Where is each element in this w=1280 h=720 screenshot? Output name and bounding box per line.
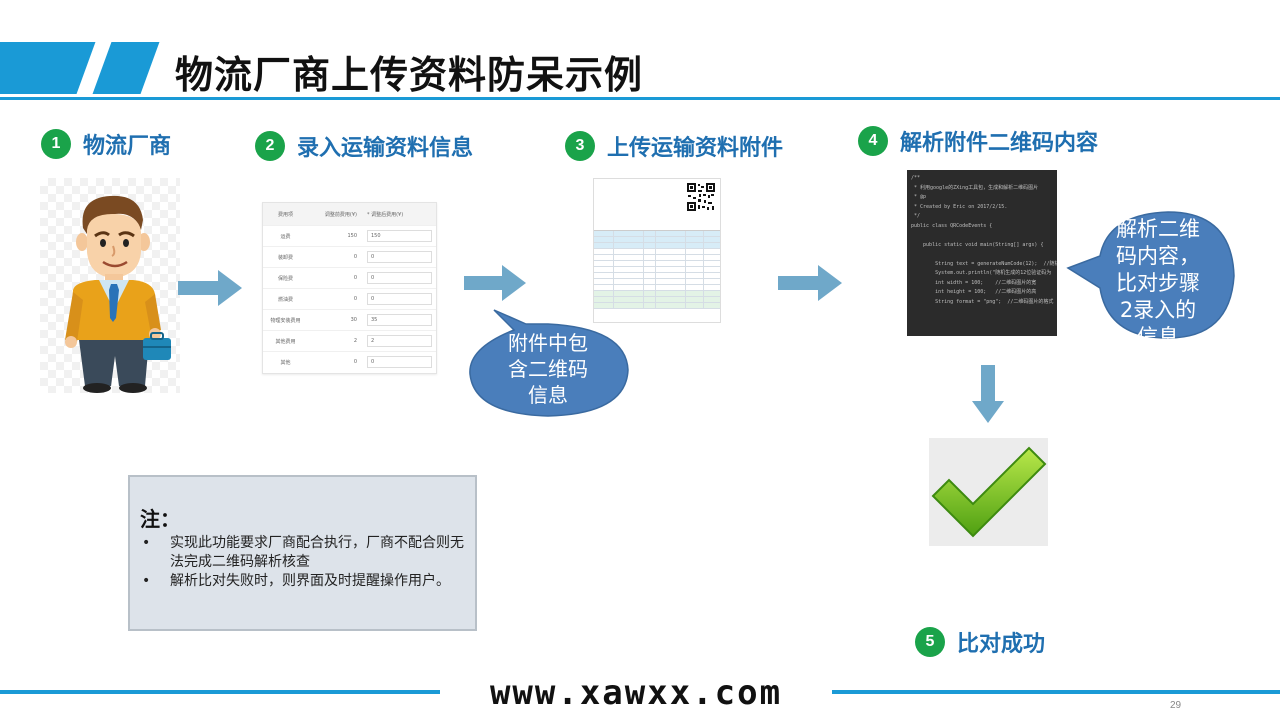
footer-line-right bbox=[832, 690, 1280, 694]
right-arrow-icon bbox=[778, 265, 842, 301]
qr-parse-code-thumbnail: /** * 利用google的ZXing工具包，生成和解析二维码图片 * @p … bbox=[907, 170, 1057, 336]
step-4-label: 解析附件二维码内容 bbox=[900, 131, 1099, 156]
speech-bubble-shape bbox=[1066, 211, 1235, 339]
slide-title: 物流厂商上传资料防呆示例 bbox=[175, 53, 644, 97]
note-item: •解析比对失败时，则界面及时提醒操作用户。 bbox=[142, 573, 450, 589]
callout-parse-compare: 解析二维 码内容， 比对步骤 2录入的 信息 bbox=[1064, 206, 1236, 340]
green-checkmark-icon bbox=[931, 446, 1047, 538]
note-list: •实现此功能要求厂商配合执行，厂商不配合则无法完成二维码解析核查 •解析比对失败… bbox=[140, 534, 475, 591]
footer-line-left bbox=[0, 690, 440, 694]
callout-parse-line-2: 码内容， bbox=[1116, 244, 1200, 268]
step-5-number: 5 bbox=[915, 627, 945, 657]
qr-code-icon bbox=[686, 182, 716, 212]
success-image bbox=[929, 438, 1048, 546]
note-item-text: 实现此功能要求厂商配合执行，厂商不配合则无法完成二维码解析核查 bbox=[170, 535, 464, 570]
callout-parse-line-5: 信息 bbox=[1137, 325, 1179, 340]
attachment-table bbox=[594, 231, 720, 309]
businessman-with-briefcase-icon bbox=[65, 195, 171, 393]
note-box: 注： •实现此功能要求厂商配合执行，厂商不配合则无法完成二维码解析核查 •解析比… bbox=[128, 475, 477, 631]
step-2-heading: 2 录入运输资料信息 bbox=[255, 130, 473, 162]
step-3-heading: 3 上传运输资料附件 bbox=[565, 130, 783, 162]
speech-bubble-shape bbox=[469, 309, 629, 417]
step-5-heading: 5 比对成功 bbox=[915, 626, 1045, 658]
note-item-text: 解析比对失败时，则界面及时提醒操作用户。 bbox=[170, 573, 450, 589]
callout-parse-line-4: 2录入的 bbox=[1119, 298, 1197, 322]
callout-qr-line-2: 含二维码 bbox=[508, 357, 588, 381]
note-title: 注： bbox=[140, 507, 180, 531]
header-stripe-2 bbox=[92, 42, 160, 94]
right-arrow-icon bbox=[464, 265, 526, 301]
step-2-number: 2 bbox=[255, 131, 285, 161]
callout-qr-in-attachment: 附件中包 含二维码 信息 bbox=[464, 308, 632, 418]
step-5-label: 比对成功 bbox=[957, 632, 1046, 657]
callout-parse-line-3: 比对步骤 bbox=[1116, 271, 1200, 295]
step-4-number: 4 bbox=[858, 126, 888, 156]
page-number: 29 bbox=[1170, 700, 1182, 711]
callout-qr-line-1: 附件中包 bbox=[508, 331, 588, 355]
header-stripe-1 bbox=[0, 42, 96, 94]
step-1-label: 物流厂商 bbox=[83, 134, 172, 159]
step-4-heading: 4 解析附件二维码内容 bbox=[858, 125, 1098, 157]
step-3-number: 3 bbox=[565, 131, 595, 161]
step-1-number: 1 bbox=[41, 129, 71, 159]
step-1-heading: 1 物流厂商 bbox=[41, 128, 171, 160]
note-item: •实现此功能要求厂商配合执行，厂商不配合则无法完成二维码解析核查 bbox=[142, 535, 464, 570]
down-arrow-icon bbox=[972, 365, 1004, 423]
attachment-document-thumbnail bbox=[593, 178, 721, 323]
callout-qr-line-3: 信息 bbox=[528, 383, 568, 407]
header-divider bbox=[0, 97, 1280, 100]
step-3-label: 上传运输资料附件 bbox=[607, 136, 784, 161]
watermark: www.xawxx.com bbox=[489, 673, 783, 713]
right-arrow-icon bbox=[178, 270, 242, 306]
step-2-label: 录入运输资料信息 bbox=[297, 136, 474, 161]
callout-parse-line-1: 解析二维 bbox=[1116, 217, 1200, 241]
